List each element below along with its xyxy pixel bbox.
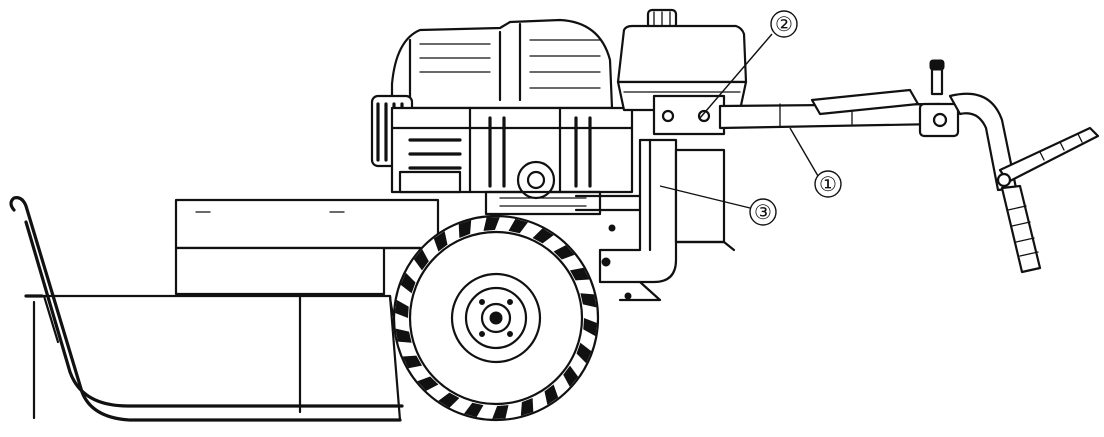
callout-3-label: ③ (754, 200, 772, 224)
tread-block (413, 249, 429, 271)
tread-block (576, 342, 592, 364)
tread-block (563, 365, 579, 387)
tread-block (483, 217, 500, 231)
cutting-deck (9, 196, 440, 422)
tread-block (395, 299, 409, 318)
tread-block (400, 272, 416, 294)
tread-block (532, 228, 554, 244)
tread-block (553, 245, 575, 260)
tread-block (580, 293, 597, 308)
callouts: ① ② ③ (659, 10, 842, 226)
callout-1: ① (789, 127, 842, 198)
tread-block (433, 231, 448, 252)
tread-block (544, 384, 559, 405)
tread-block (583, 318, 597, 337)
tread-block (395, 328, 412, 343)
engine (370, 18, 634, 216)
callout-2-label: ② (775, 12, 793, 36)
tread-block (458, 220, 472, 238)
drive-wheel (392, 214, 600, 422)
tread-block (492, 405, 509, 419)
handlebar (652, 59, 1100, 274)
tread-block (508, 218, 528, 234)
callout-3: ③ (659, 185, 777, 226)
tread-block (520, 398, 534, 416)
tread-block (464, 402, 484, 418)
callout-1-label: ① (819, 172, 837, 196)
tread-block (402, 355, 422, 369)
tread-block (417, 376, 439, 391)
tread-block (570, 267, 590, 281)
tread-block (438, 392, 460, 408)
tire-tread (395, 217, 597, 419)
callout-2: ② (699, 10, 798, 119)
